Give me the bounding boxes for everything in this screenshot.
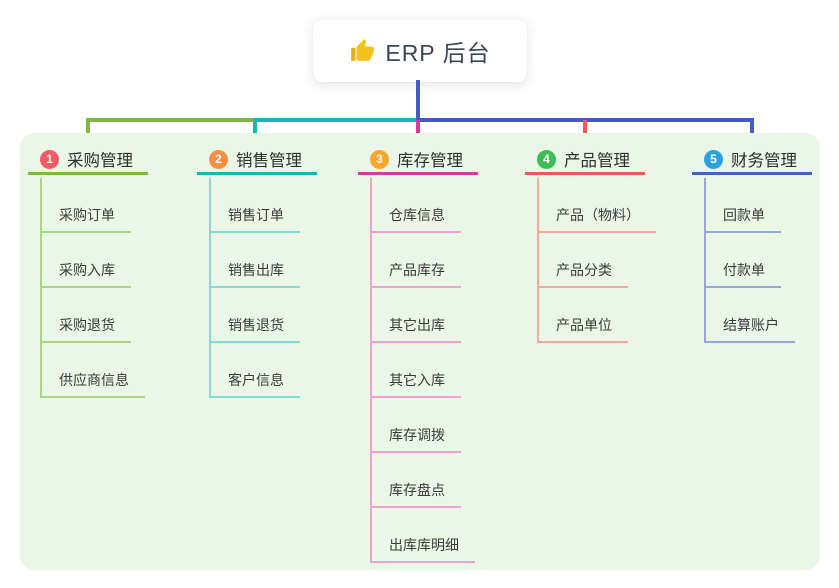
tree-node-item[interactable]: 产品单位 bbox=[539, 288, 656, 343]
branch-header-inventory[interactable]: 3 库存管理 bbox=[358, 146, 478, 175]
branch-label: 财务管理 bbox=[731, 152, 797, 170]
tree-node-item[interactable]: 客户信息 bbox=[211, 343, 300, 398]
tree-node-item[interactable]: 产品（物料） bbox=[539, 178, 656, 233]
tree-node-item[interactable]: 销售订单 bbox=[211, 178, 300, 233]
tree-node-item[interactable]: 库存盘点 bbox=[372, 453, 475, 508]
tree-node-item[interactable]: 采购入库 bbox=[42, 233, 145, 288]
branch-number-badge: 3 bbox=[370, 149, 389, 169]
tree-node-item[interactable]: 采购退货 bbox=[42, 288, 145, 343]
branch-label: 产品管理 bbox=[564, 152, 630, 170]
tree-node-item[interactable]: 供应商信息 bbox=[42, 343, 145, 398]
branch-header-sales[interactable]: 2 销售管理 bbox=[197, 146, 317, 175]
branch-header-purchase[interactable]: 1 采购管理 bbox=[28, 146, 148, 175]
branch-items-finance: 回款单 付款单 结算账户 bbox=[704, 178, 795, 343]
bus-segment-purchase bbox=[86, 118, 257, 122]
branch-label: 库存管理 bbox=[397, 152, 463, 170]
branch-number-badge: 1 bbox=[40, 149, 59, 169]
tree-node-item[interactable]: 回款单 bbox=[706, 178, 795, 233]
branch-items-purchase: 采购订单 采购入库 采购退货 供应商信息 bbox=[40, 178, 145, 398]
branch-number-badge: 2 bbox=[209, 149, 228, 169]
branch-items-product: 产品（物料） 产品分类 产品单位 bbox=[537, 178, 656, 343]
root-connector-line bbox=[416, 80, 420, 120]
root-node[interactable]: ERP 后台 bbox=[313, 20, 527, 82]
branch-number-badge: 5 bbox=[704, 149, 723, 169]
branch-items-sales: 销售订单 销售出库 销售退货 客户信息 bbox=[209, 178, 300, 398]
bus-segment-sales bbox=[253, 118, 420, 122]
thumbs-up-icon bbox=[351, 39, 375, 61]
branches-panel bbox=[20, 133, 820, 570]
tree-node-item[interactable]: 产品库存 bbox=[372, 233, 475, 288]
branch-label: 销售管理 bbox=[236, 152, 302, 170]
branch-label: 采购管理 bbox=[67, 152, 133, 170]
tree-node-item[interactable]: 其它出库 bbox=[372, 288, 475, 343]
tree-node-item[interactable]: 库存调拨 bbox=[372, 398, 475, 453]
branch-items-inventory: 仓库信息 产品库存 其它出库 其它入库 库存调拨 库存盘点 出库库明细 bbox=[370, 178, 475, 563]
tree-node-item[interactable]: 产品分类 bbox=[539, 233, 656, 288]
root-title: ERP 后台 bbox=[385, 40, 491, 66]
tree-node-item[interactable]: 出库库明细 bbox=[372, 508, 475, 563]
tree-node-item[interactable]: 仓库信息 bbox=[372, 178, 475, 233]
tree-node-item[interactable]: 采购订单 bbox=[42, 178, 145, 233]
branch-header-product[interactable]: 4 产品管理 bbox=[525, 146, 645, 175]
tree-node-item[interactable]: 其它入库 bbox=[372, 343, 475, 398]
tree-node-item[interactable]: 结算账户 bbox=[706, 288, 795, 343]
tree-node-item[interactable]: 销售退货 bbox=[211, 288, 300, 343]
branch-header-finance[interactable]: 5 财务管理 bbox=[692, 146, 812, 175]
tree-node-item[interactable]: 销售出库 bbox=[211, 233, 300, 288]
branch-number-badge: 4 bbox=[537, 149, 556, 169]
tree-node-item[interactable]: 付款单 bbox=[706, 233, 795, 288]
